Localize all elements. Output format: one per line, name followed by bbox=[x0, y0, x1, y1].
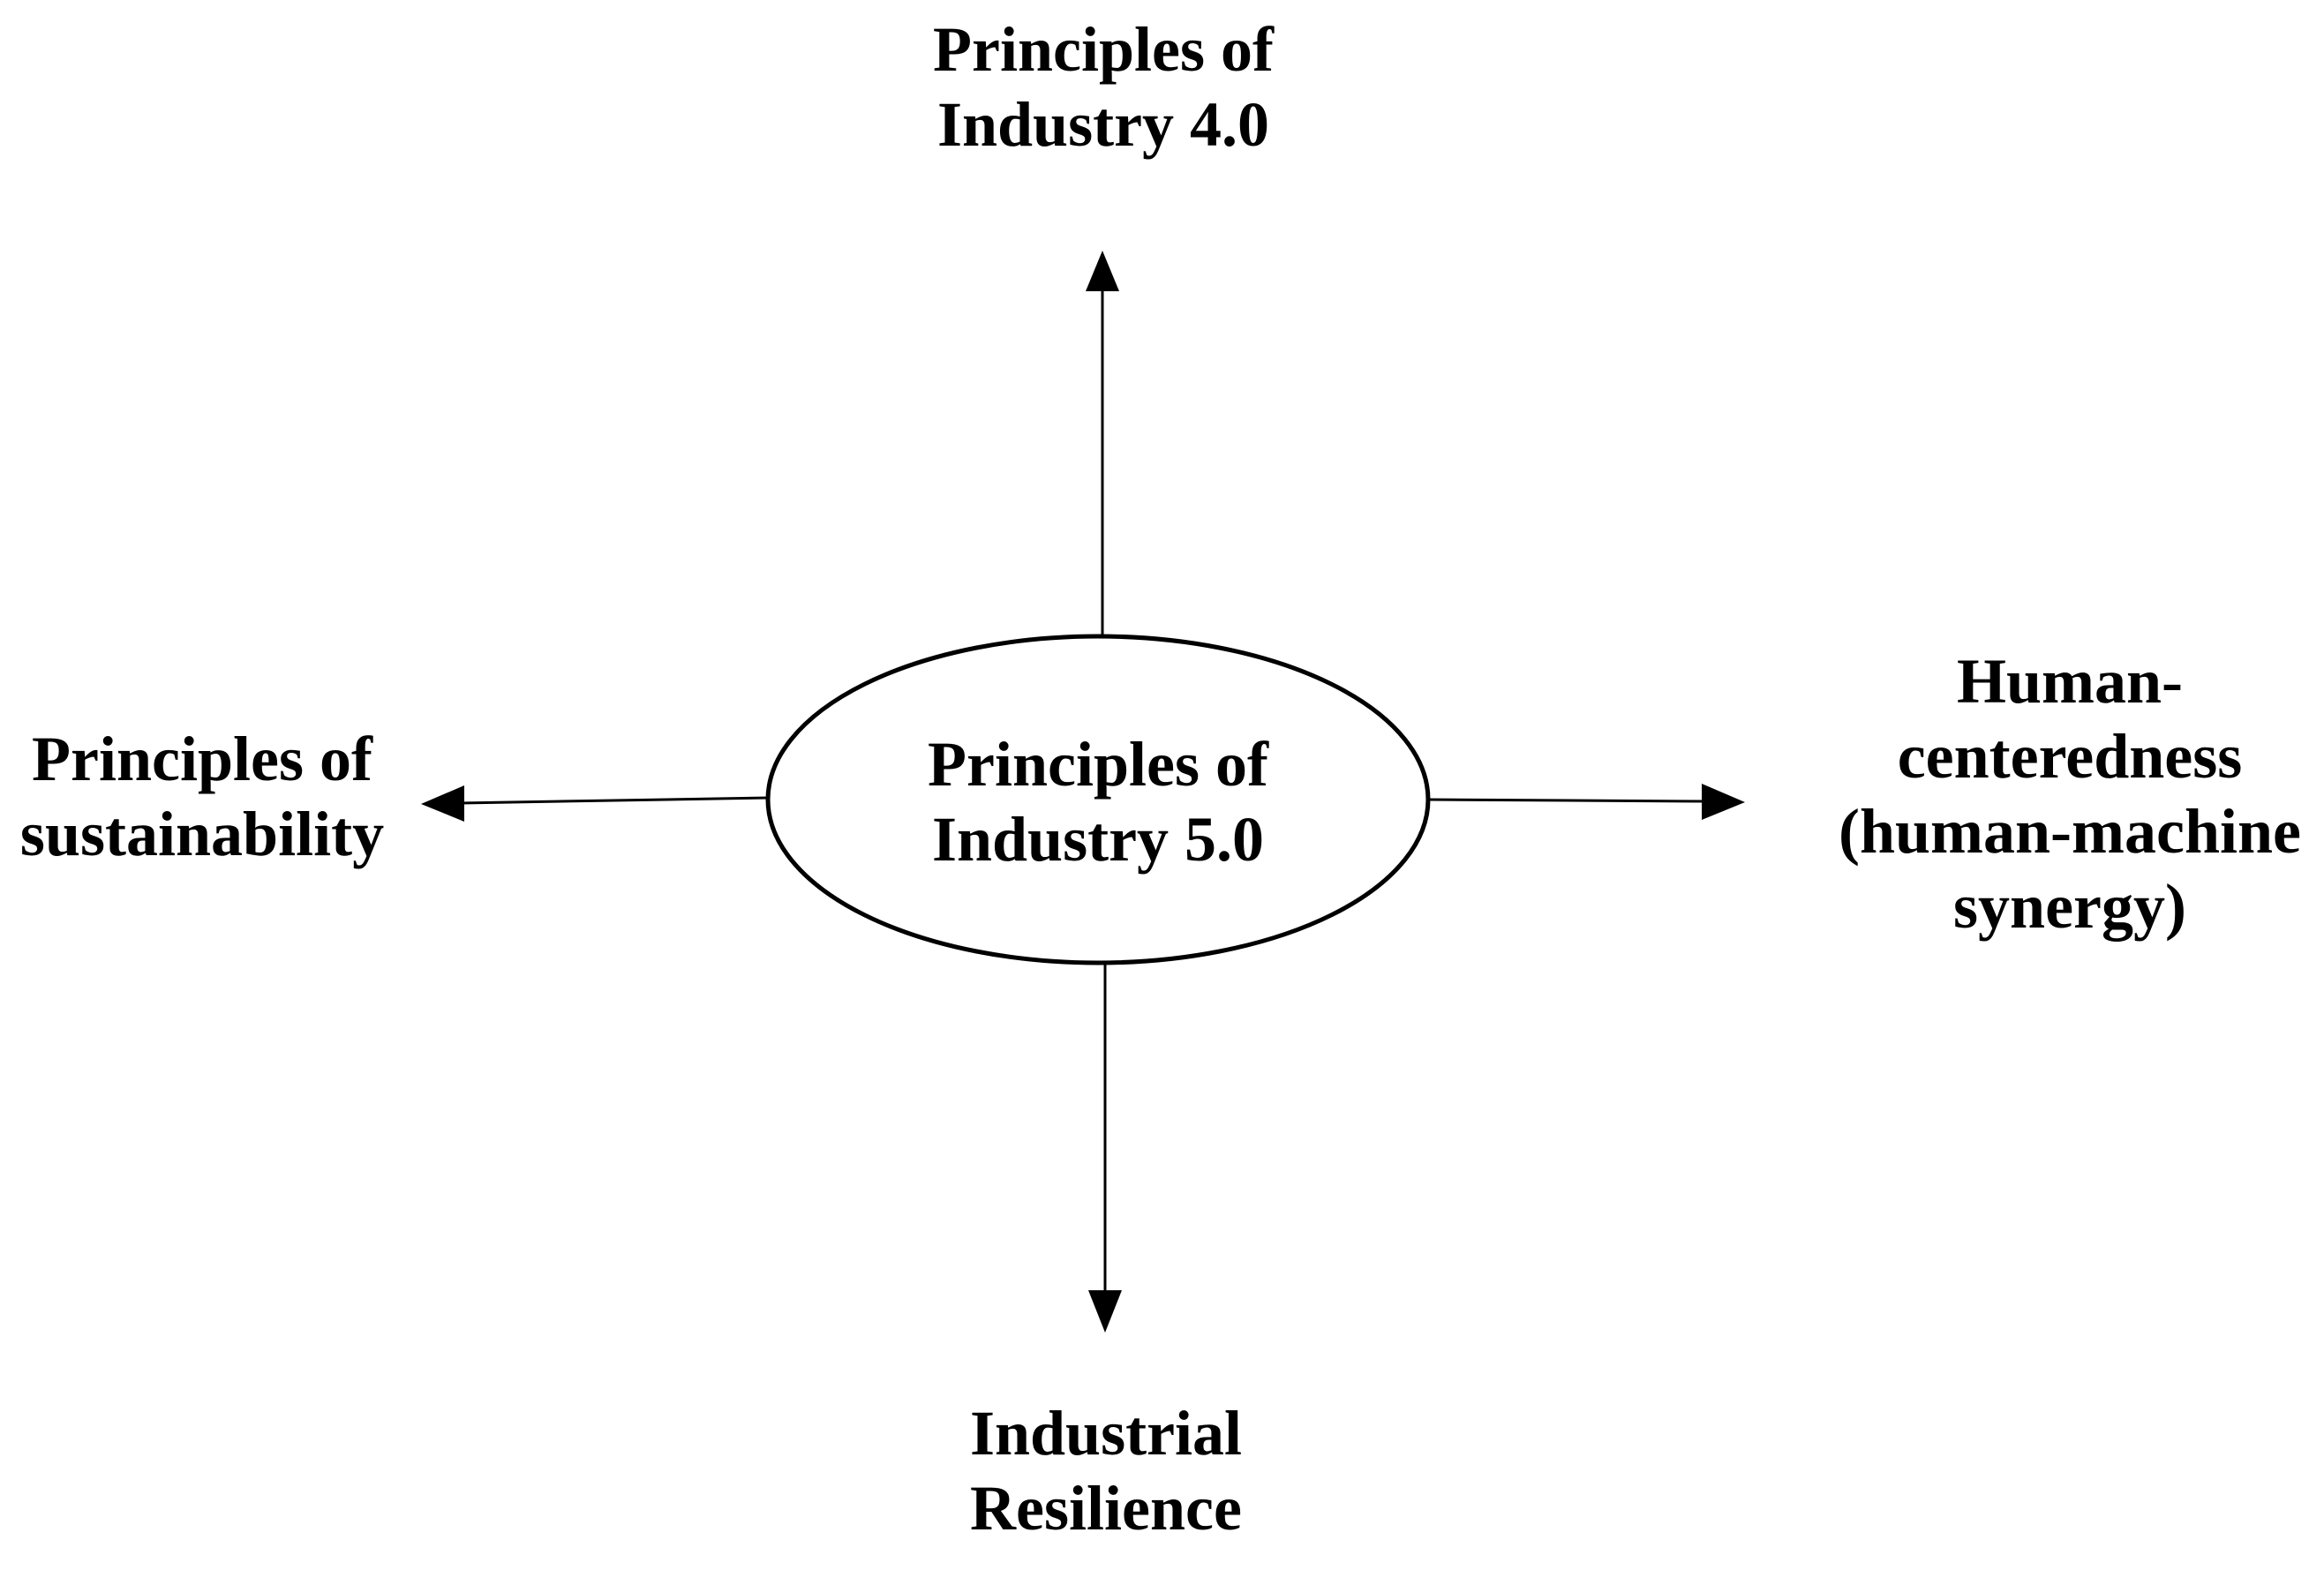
label-line: synergy) bbox=[1953, 871, 2186, 942]
arrow-left-icon bbox=[421, 785, 769, 822]
arrow-up-icon bbox=[1086, 251, 1119, 636]
label-line: Industrial bbox=[969, 1398, 1243, 1469]
label-line: Principles of bbox=[928, 729, 1268, 800]
label-line: centeredness bbox=[1897, 721, 2243, 792]
label-sustainability: Principles of sustainability bbox=[20, 722, 384, 872]
label-line: Resilience bbox=[970, 1473, 1242, 1544]
label-industry-5-0-center: Principles of Industry 5.0 bbox=[928, 727, 1268, 877]
label-line: Principles of bbox=[32, 724, 372, 794]
label-line: Industry 5.0 bbox=[931, 804, 1265, 875]
label-line: sustainability bbox=[19, 799, 385, 869]
label-industry-4-0: Principles of Industry 4.0 bbox=[933, 12, 1274, 162]
label-line: Principles of bbox=[933, 14, 1274, 85]
label-human-centeredness: Human- centeredness (human-machine syner… bbox=[1839, 644, 2301, 944]
arrow-right-icon bbox=[1426, 784, 1745, 820]
label-line: Human- bbox=[1956, 646, 2184, 717]
arrow-down-icon bbox=[1088, 964, 1122, 1333]
label-line: (human-machine bbox=[1838, 796, 2302, 867]
label-industrial-resilience: Industrial Resilience bbox=[970, 1396, 1242, 1546]
label-line: Industry 4.0 bbox=[936, 89, 1270, 160]
